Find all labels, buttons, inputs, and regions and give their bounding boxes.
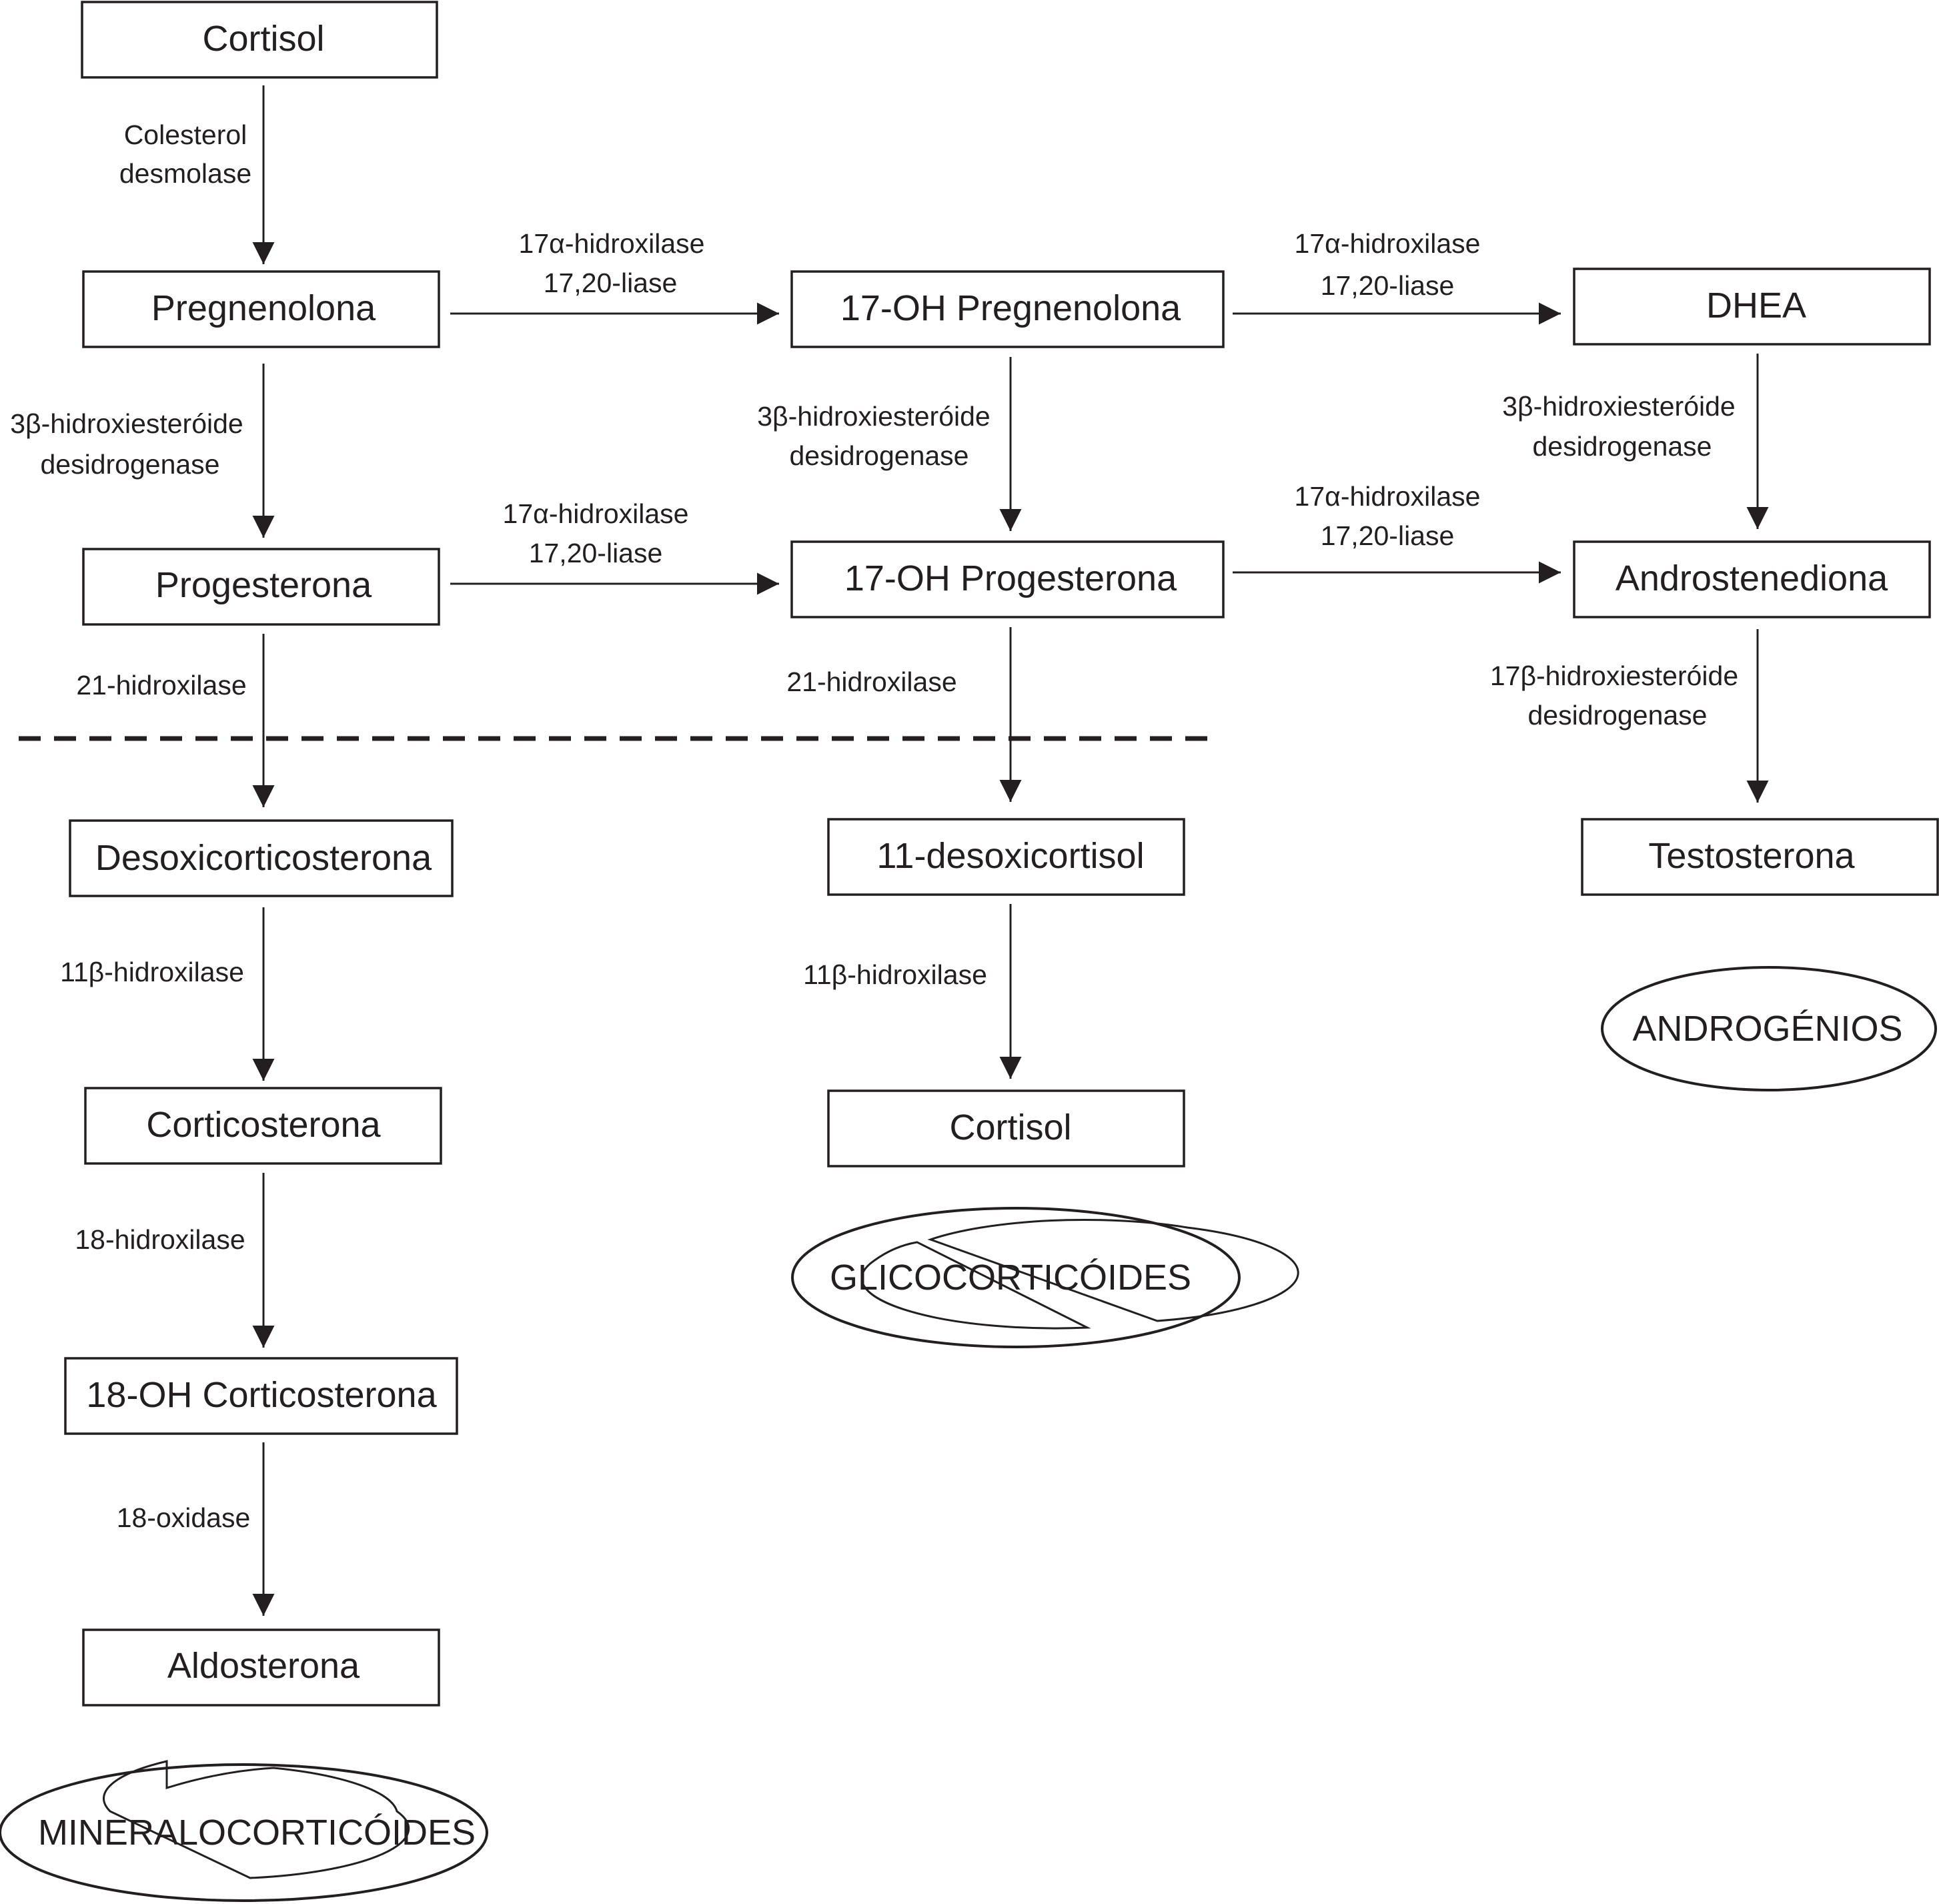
enzyme-11b-hidroxilase-left: 11β-hidroxilase: [60, 957, 244, 987]
enzyme-colesterol-desmolase-line1: Colesterol: [124, 119, 247, 150]
box-dhea: [1573, 268, 1931, 346]
node-androstenediona: Androstenediona: [1615, 558, 1888, 598]
box-cortisol-top: [81, 1, 438, 79]
box-desoxicorticosterona: [69, 819, 454, 897]
box-progesterona: [82, 548, 440, 626]
enzyme-3b-hsd-right-line1: 3β-hidroxiesteróide: [1502, 391, 1735, 422]
enzyme-3b-hsd-left-line2: desidrogenase: [41, 449, 220, 480]
node-11-desoxicortisol: 11-desoxicortisol: [876, 836, 1144, 876]
node-17oh-progesterona: 17-OH Progesterona: [844, 558, 1177, 598]
box-11-desoxicortisol: [827, 818, 1185, 896]
box-17oh-progesterona: [790, 540, 1225, 618]
androgenios-ellipse: [1601, 966, 1937, 1091]
enzyme-17a-hidroxilase-b-line1: 17α-hidroxilase: [1295, 228, 1481, 259]
pathway-arrows: [252, 85, 1769, 1616]
box-cortisol-bottom: [827, 1089, 1185, 1167]
enzyme-17a-hidroxilase-c-line2: 17,20-liase: [529, 538, 663, 568]
box-18oh-corticosterona: [64, 1357, 458, 1435]
enzyme-17a-hidroxilase-a-line2: 17,20-liase: [544, 268, 678, 298]
node-desoxicorticosterona: Desoxicorticosterona: [95, 838, 432, 878]
node-corticosterona: Corticosterona: [146, 1105, 381, 1145]
node-18oh-corticosterona: 18-OH Corticosterona: [86, 1375, 437, 1415]
category-glicocorticoides: GLICOCORTICÓIDES: [791, 1207, 1299, 1348]
category-androgenios: ANDROGÉNIOS: [1601, 966, 1937, 1091]
enzyme-17a-hidroxilase-a-line1: 17α-hidroxilase: [519, 228, 705, 259]
mineralocorticoides-outer-ellipse: [0, 1763, 488, 1902]
enzyme-21-hidroxilase-mid: 21-hidroxilase: [786, 666, 956, 697]
label-androgenios: ANDROGÉNIOS: [1632, 1009, 1902, 1049]
node-progesterona: Progesterona: [155, 565, 372, 605]
glicocorticoides-inner-shape-lower: [860, 1241, 1091, 1330]
node-boxes: [64, 1, 1939, 1707]
box-pregnenolona: [82, 270, 440, 348]
box-corticosterona: [84, 1087, 442, 1165]
mineralocorticoides-inner-shape: [103, 1760, 410, 1879]
box-aldosterona: [82, 1628, 440, 1707]
box-17oh-pregnenolona: [790, 270, 1225, 348]
enzyme-21-hidroxilase-left: 21-hidroxilase: [76, 670, 246, 700]
box-androstenediona: [1573, 540, 1931, 618]
enzyme-17b-hsd-line1: 17β-hidroxiesteróide: [1490, 660, 1738, 691]
enzyme-3b-hsd-mid-line1: 3β-hidroxiesteróide: [757, 401, 990, 432]
box-testosterona: [1581, 818, 1939, 896]
category-mineralocorticoides: MINERALOCORTICÓIDES: [0, 1760, 488, 1902]
node-labels: Cortisol Pregnenolona 17-OH Pregnenolona…: [86, 19, 1888, 1686]
enzyme-17a-hidroxilase-d-line2: 17,20-liase: [1321, 520, 1455, 551]
enzyme-3b-hsd-left-line1: 3β-hidroxiesteróide: [10, 408, 243, 439]
glicocorticoides-inner-shape-upper: [927, 1218, 1299, 1322]
enzyme-17a-hidroxilase-d-line1: 17α-hidroxilase: [1295, 481, 1481, 512]
glicocorticoides-outer-ellipse: [791, 1207, 1241, 1348]
node-pregnenolona: Pregnenolona: [151, 288, 376, 328]
enzyme-colesterol-desmolase-line2: desmolase: [119, 158, 251, 189]
enzyme-3b-hsd-mid-line2: desidrogenase: [790, 440, 969, 471]
enzyme-3b-hsd-right-line2: desidrogenase: [1533, 431, 1712, 462]
enzyme-11b-hidroxilase-mid: 11β-hidroxilase: [803, 959, 987, 990]
enzyme-17a-hidroxilase-b-line2: 17,20-liase: [1321, 270, 1455, 301]
enzyme-labels: Colesterol desmolase 17α-hidroxilase 17,…: [10, 119, 1738, 1533]
enzyme-18-hidroxilase: 18-hidroxilase: [75, 1224, 245, 1255]
node-17oh-pregnenolona: 17-OH Pregnenolona: [840, 288, 1181, 328]
enzyme-17b-hsd-line2: desidrogenase: [1528, 700, 1708, 731]
enzyme-18-oxidase: 18-oxidase: [117, 1502, 251, 1533]
label-mineralocorticoides: MINERALOCORTICÓIDES: [38, 1813, 476, 1853]
node-cortisol-bottom: Cortisol: [949, 1107, 1071, 1147]
node-dhea: DHEA: [1706, 286, 1806, 326]
label-glicocorticoides: GLICOCORTICÓIDES: [830, 1258, 1191, 1298]
node-cortisol-top: Cortisol: [202, 19, 324, 59]
node-testosterona: Testosterona: [1648, 836, 1855, 876]
enzyme-17a-hidroxilase-c-line1: 17α-hidroxilase: [503, 498, 689, 529]
node-aldosterona: Aldosterona: [167, 1646, 360, 1686]
